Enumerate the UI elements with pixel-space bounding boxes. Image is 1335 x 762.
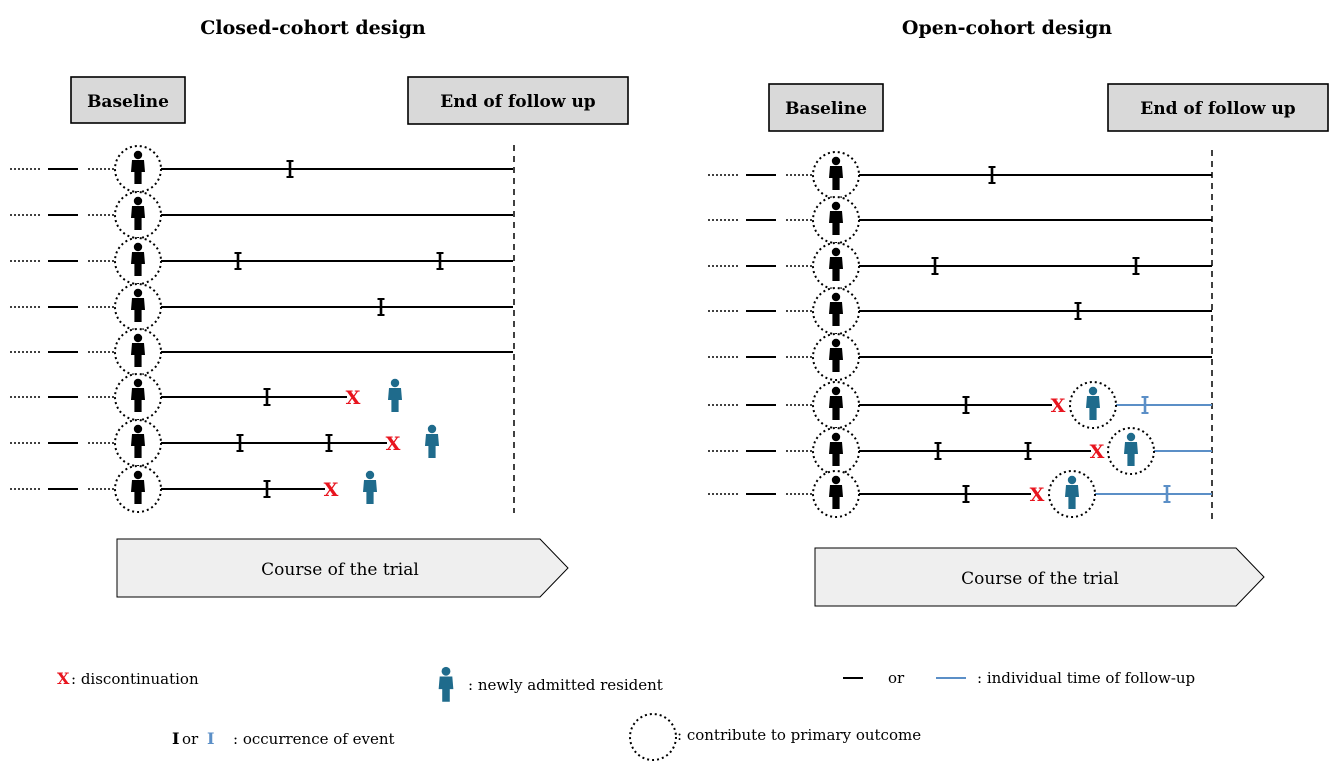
event-mark xyxy=(263,388,271,406)
open-baseline-label: Baseline xyxy=(785,99,867,119)
open-cohort-row xyxy=(708,196,1212,244)
closed-cohort-rows: X X X xyxy=(10,145,513,513)
legend-newcomer-label: : newly admitted resident xyxy=(468,676,663,694)
open-cohort-row: X xyxy=(708,470,1212,518)
dotted-circle-icon xyxy=(629,713,677,761)
discontinuation-mark: X xyxy=(1090,441,1105,463)
legend-event-symbol-black: I xyxy=(172,729,179,748)
legend-event-label: : occurrence of event xyxy=(233,730,395,748)
open-baseline-box: Baseline xyxy=(768,83,884,132)
legend-line-label: : individual time of follow-up xyxy=(977,669,1195,687)
legend-follow-up-lines: or : individual time of follow-up xyxy=(843,669,1195,687)
closed-end-label: End of follow up xyxy=(440,92,596,112)
event-mark xyxy=(377,298,385,316)
discontinuation-mark: X xyxy=(346,387,361,409)
open-cohort-rows: X X X xyxy=(708,151,1212,518)
open-cohort-row: X xyxy=(708,381,1212,429)
event-mark xyxy=(436,252,444,270)
discontinuation-mark: X xyxy=(386,433,401,455)
open-cohort-row xyxy=(708,242,1212,290)
closed-cohort-row: X xyxy=(10,419,439,467)
legend-discontinuation-symbol: X xyxy=(57,669,70,688)
event-mark xyxy=(962,485,970,503)
open-course-label: Course of the trial xyxy=(961,569,1119,589)
newcomer-event-mark xyxy=(1163,485,1171,503)
open-cohort-row xyxy=(708,333,1212,381)
legend-newcomer: : newly admitted resident xyxy=(438,666,663,702)
legend-event-or: or xyxy=(182,730,199,748)
event-mark xyxy=(236,434,244,452)
open-course-arrow: Course of the trial xyxy=(814,547,1265,607)
event-mark xyxy=(286,160,294,178)
open-end-label: End of follow up xyxy=(1140,99,1296,119)
open-panel-title: Open-cohort design xyxy=(902,17,1112,39)
closed-cohort-row: X xyxy=(10,373,402,421)
closed-cohort-panel: Closed-cohort design Baseline End of fol… xyxy=(10,17,629,598)
legend: X : discontinuation I or I : occurrence … xyxy=(57,666,1195,761)
newcomer-event-mark xyxy=(1141,396,1149,414)
open-cohort-row: X xyxy=(708,427,1212,475)
closed-cohort-row xyxy=(10,145,513,193)
event-mark xyxy=(934,442,942,460)
legend-event-symbol-blue: I xyxy=(207,729,214,748)
open-end-box: End of follow up xyxy=(1107,83,1329,132)
event-mark xyxy=(1074,302,1082,320)
discontinuation-mark: X xyxy=(324,479,339,501)
legend-discontinuation-label: : discontinuation xyxy=(71,670,199,688)
open-cohort-row xyxy=(708,151,1212,199)
closed-cohort-row xyxy=(10,328,513,376)
event-mark xyxy=(1132,257,1140,275)
closed-course-label: Course of the trial xyxy=(261,560,419,580)
event-mark xyxy=(1024,442,1032,460)
open-cohort-row xyxy=(708,287,1212,335)
closed-panel-title: Closed-cohort design xyxy=(200,17,426,39)
closed-cohort-row xyxy=(10,283,513,331)
legend-discontinuation: X : discontinuation xyxy=(57,669,199,688)
event-mark xyxy=(931,257,939,275)
legend-contribute: : contribute to primary outcome xyxy=(629,713,921,761)
closed-cohort-row: X xyxy=(10,465,377,513)
event-mark xyxy=(325,434,333,452)
event-mark xyxy=(263,480,271,498)
legend-line-or: or xyxy=(888,669,905,687)
event-mark xyxy=(962,396,970,414)
closed-baseline-label: Baseline xyxy=(87,92,169,112)
open-cohort-panel: Open-cohort design Baseline End of follo… xyxy=(708,17,1329,607)
discontinuation-mark: X xyxy=(1051,395,1066,417)
newcomer-person-icon xyxy=(363,470,377,504)
closed-cohort-row xyxy=(10,191,513,239)
closed-baseline-box: Baseline xyxy=(70,76,186,124)
newcomer-person-icon xyxy=(438,666,454,702)
newcomer-person-icon xyxy=(388,378,402,412)
event-mark xyxy=(234,252,242,270)
closed-end-box: End of follow up xyxy=(407,76,629,125)
event-mark xyxy=(988,166,996,184)
discontinuation-mark: X xyxy=(1030,484,1045,506)
closed-cohort-row xyxy=(10,237,513,285)
closed-course-arrow: Course of the trial xyxy=(116,538,569,598)
legend-event: I or I : occurrence of event xyxy=(172,729,395,748)
newcomer-person-icon xyxy=(425,424,439,458)
legend-contribute-label: : contribute to primary outcome xyxy=(677,726,921,744)
